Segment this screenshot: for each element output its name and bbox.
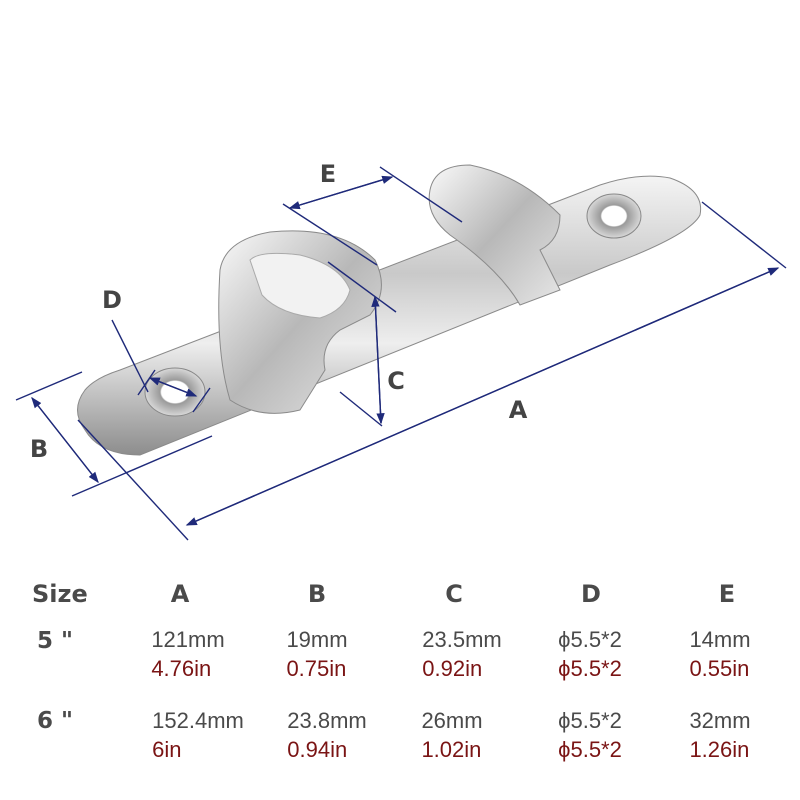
row-size-label: 6 " — [37, 708, 73, 734]
cell-c: 23.5mm 0.92in — [422, 625, 501, 683]
value-mm: ϕ5.5*2 — [558, 708, 622, 733]
chock-illustration — [15, 164, 787, 541]
dimension-label-c: C — [387, 367, 405, 395]
value-mm: 152.4mm — [152, 708, 244, 733]
value-in: ϕ5.5*2 — [558, 656, 622, 681]
cell-e: 14mm 0.55in — [689, 625, 750, 683]
value-mm: ϕ5.5*2 — [558, 627, 622, 652]
value-mm: 121mm — [151, 627, 225, 652]
value-in: ϕ5.5*2 — [558, 737, 622, 762]
value-in: 1.02in — [421, 737, 482, 762]
value-in: 0.75in — [286, 656, 347, 681]
dimension-label-b: B — [29, 435, 49, 463]
value-mm: 26mm — [421, 708, 483, 733]
dimension-label-a: A — [508, 396, 528, 424]
product-dimension-diagram: A B C D E — [15, 160, 787, 541]
cell-d: ϕ5.5*2 ϕ5.5*2 — [558, 625, 622, 683]
right-horn — [428, 164, 561, 306]
value-mm: 19mm — [286, 627, 348, 652]
value-in: 0.92in — [422, 656, 483, 681]
cell-a: 152.4mm 6in — [152, 706, 244, 764]
value-mm: 32mm — [689, 708, 751, 733]
value-mm: 23.5mm — [422, 627, 502, 652]
row-size-label: 5 " — [37, 628, 73, 654]
value-mm: 23.8mm — [287, 708, 367, 733]
value-mm: 14mm — [689, 627, 751, 652]
value-in: 0.55in — [689, 656, 750, 681]
value-in: 0.94in — [287, 737, 348, 762]
cell-b: 23.8mm 0.94in — [287, 706, 366, 764]
cell-b: 19mm 0.75in — [286, 625, 347, 683]
value-in: 6in — [152, 737, 182, 762]
dimension-label-e: E — [319, 160, 337, 188]
value-in: 4.76in — [151, 656, 212, 681]
mounting-hole-right — [586, 193, 642, 239]
value-in: 1.26in — [689, 737, 750, 762]
header-e: E — [718, 580, 736, 608]
header-d: D — [581, 580, 601, 608]
header-c: C — [445, 580, 463, 608]
header-a: A — [170, 580, 190, 608]
cell-d: ϕ5.5*2 ϕ5.5*2 — [558, 706, 622, 764]
header-b: B — [307, 580, 327, 608]
cell-a: 121mm 4.76in — [151, 625, 224, 683]
dimension-label-d: D — [102, 286, 122, 314]
cell-c: 26mm 1.02in — [421, 706, 482, 764]
cell-e: 32mm 1.26in — [689, 706, 750, 764]
header-size: Size — [32, 580, 88, 608]
